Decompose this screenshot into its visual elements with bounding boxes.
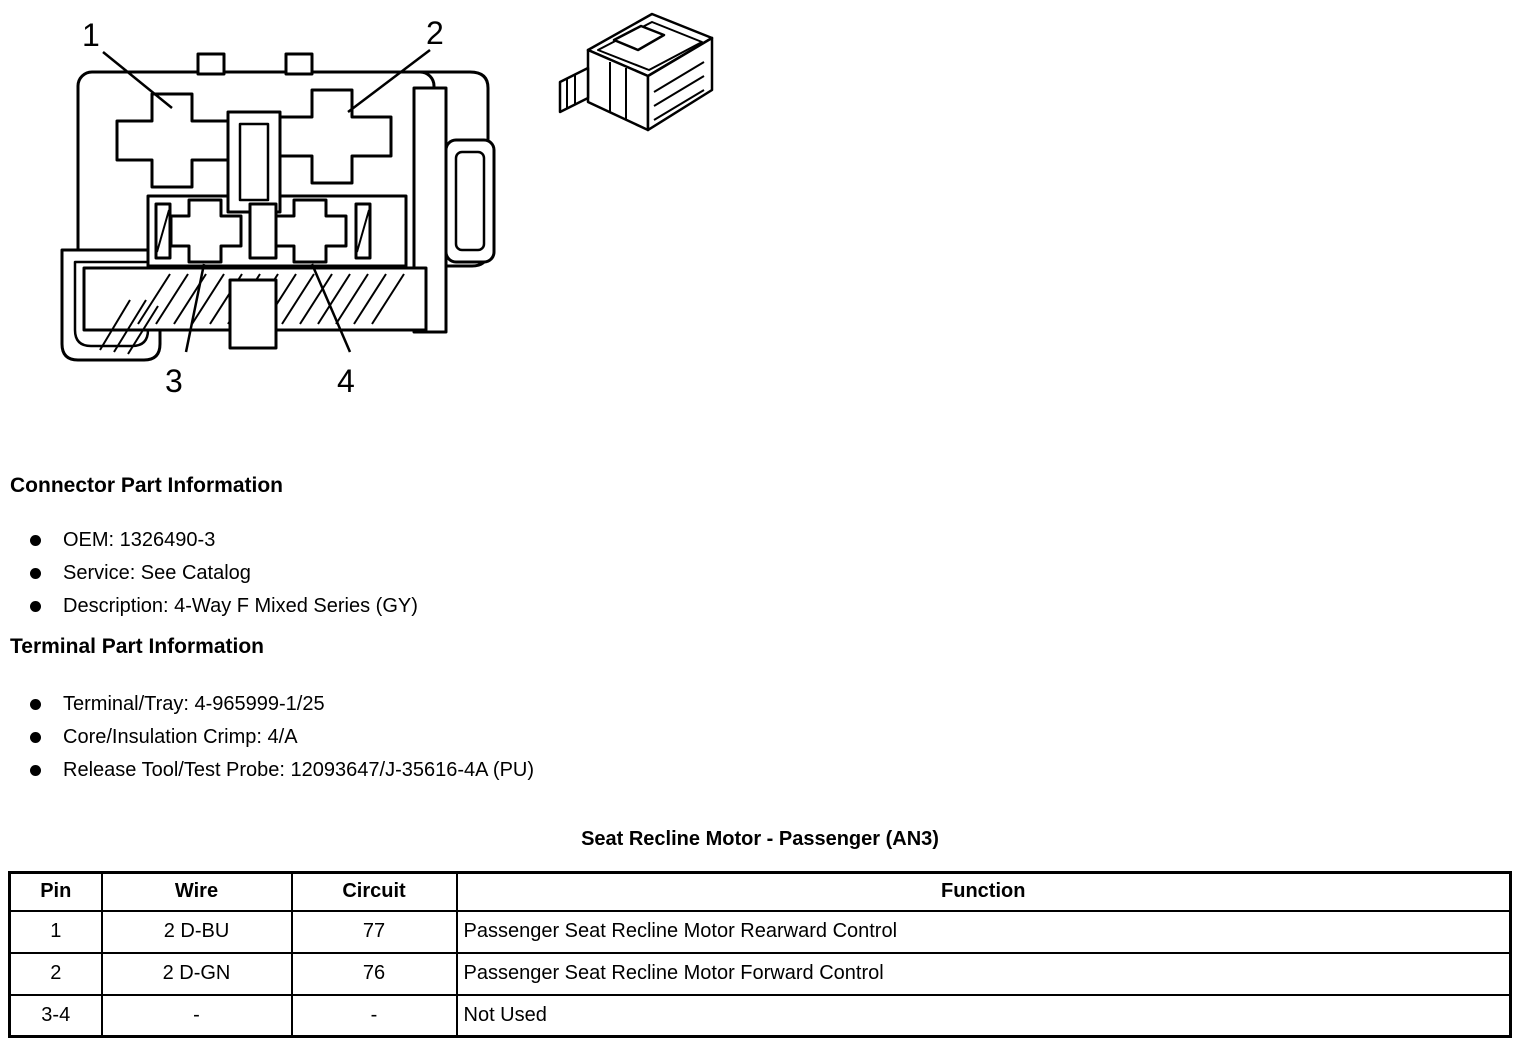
pinout-table: Pin Wire Circuit Function 1 2 D-BU 77 Pa… bbox=[8, 871, 1512, 1038]
table-header-row: Pin Wire Circuit Function bbox=[8, 871, 1512, 912]
foot-hatching bbox=[99, 299, 159, 355]
oem-text: OEM: 1326490-3 bbox=[63, 529, 216, 551]
leader-pin-2 bbox=[347, 49, 431, 113]
connector-part-info-title: Connector Part Information bbox=[10, 474, 284, 497]
right-latch-inner bbox=[454, 150, 486, 252]
service-item: Service: See Catalog bbox=[30, 557, 418, 590]
header-circuit: Circuit bbox=[290, 871, 458, 912]
table-row: 1 2 D-BU 77 Passenger Seat Recline Motor… bbox=[8, 909, 1512, 954]
central-tower-inner bbox=[238, 122, 270, 202]
header-function: Function bbox=[455, 871, 1512, 912]
top-tab-right bbox=[284, 52, 314, 76]
release-tool-item: Release Tool/Test Probe: 12093647/J-3561… bbox=[30, 754, 534, 787]
pin-3-label: 3 bbox=[165, 363, 183, 399]
cell-function: Passenger Seat Recline Motor Rearward Co… bbox=[455, 909, 1512, 954]
header-pin: Pin bbox=[8, 871, 103, 912]
terminal-tray-text: Terminal/Tray: 4-965999-1/25 bbox=[63, 693, 325, 715]
cell-wire: 2 D-GN bbox=[100, 951, 293, 996]
lower-center-post bbox=[248, 202, 278, 260]
description-text: Description: 4-Way F Mixed Series (GY) bbox=[63, 595, 418, 617]
cell-pin: 3-4 bbox=[8, 993, 103, 1038]
iso-right-face bbox=[646, 36, 714, 132]
cell-circuit: - bbox=[290, 993, 458, 1038]
crimp-item: Core/Insulation Crimp: 4/A bbox=[30, 721, 534, 754]
cell-pin: 1 bbox=[8, 909, 103, 954]
right-inner-bar bbox=[412, 86, 448, 334]
center-bottom-tab bbox=[228, 278, 278, 350]
leader-lines bbox=[102, 49, 431, 353]
cell-function: Not Used bbox=[455, 993, 1512, 1038]
pin-1-label: 1 bbox=[82, 17, 100, 53]
header-wire: Wire bbox=[100, 871, 293, 912]
cell-wire: 2 D-BU bbox=[100, 909, 293, 954]
connector-pinout-diagram: 1 2 3 4 bbox=[60, 12, 714, 399]
terminal-tray-item: Terminal/Tray: 4-965999-1/25 bbox=[30, 688, 534, 721]
pin-1-cavity bbox=[115, 92, 233, 189]
bullet-icon bbox=[30, 535, 41, 546]
cell-pin: 2 bbox=[8, 951, 103, 996]
table-row: 2 2 D-GN 76 Passenger Seat Recline Motor… bbox=[8, 951, 1512, 996]
cell-circuit: 76 bbox=[290, 951, 458, 996]
crimp-text: Core/Insulation Crimp: 4/A bbox=[63, 726, 298, 748]
central-tower bbox=[226, 110, 282, 214]
description-item: Description: 4-Way F Mixed Series (GY) bbox=[30, 590, 418, 623]
release-tool-text: Release Tool/Test Probe: 12093647/J-3561… bbox=[63, 759, 535, 781]
table-row: 3-4 - - Not Used bbox=[8, 993, 1512, 1038]
terminal-part-info-title: Terminal Part Information bbox=[10, 635, 264, 658]
cell-circuit: 77 bbox=[290, 909, 458, 954]
oem-item: OEM: 1326490-3 bbox=[30, 524, 418, 557]
bullet-icon bbox=[30, 732, 41, 743]
terminal-part-info-list: Terminal/Tray: 4-965999-1/25 Core/Insula… bbox=[30, 688, 534, 787]
leader-pin-4 bbox=[310, 263, 352, 353]
bullet-icon bbox=[30, 568, 41, 579]
pin-2-label: 2 bbox=[426, 15, 444, 51]
band-hatching bbox=[156, 209, 370, 253]
right-latch bbox=[444, 138, 496, 264]
connector-isometric-view bbox=[558, 12, 714, 132]
cell-wire: - bbox=[100, 993, 293, 1038]
iso-latch bbox=[612, 24, 666, 52]
leader-pin-1 bbox=[102, 51, 173, 109]
cell-function: Passenger Seat Recline Motor Forward Con… bbox=[455, 951, 1512, 996]
table-title: Seat Recline Motor - Passenger (AN3) bbox=[581, 828, 939, 850]
leader-pin-3 bbox=[184, 263, 206, 353]
pin-4-label: 4 bbox=[337, 363, 355, 399]
bullet-icon bbox=[30, 601, 41, 612]
connector-part-info-list: OEM: 1326490-3 Service: See Catalog Desc… bbox=[30, 524, 418, 623]
bullet-icon bbox=[30, 699, 41, 710]
service-text: Service: See Catalog bbox=[63, 562, 251, 584]
bullet-icon bbox=[30, 765, 41, 776]
top-tab-left bbox=[196, 52, 226, 76]
